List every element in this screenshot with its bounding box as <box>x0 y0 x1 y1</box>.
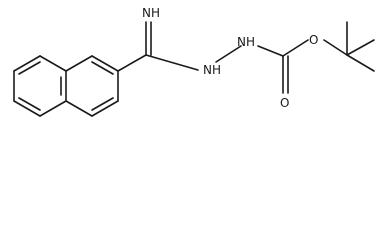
hydrazine-n1-h-label: H <box>212 63 221 77</box>
imine-nh-label: NH <box>142 6 160 20</box>
hydrazine-n2-label: N <box>237 35 246 49</box>
hydrazine-n2-h-label: H <box>246 35 255 49</box>
tert-butyl-group <box>346 21 375 72</box>
amidine-group <box>117 21 199 72</box>
carbonyl-oxygen-label: O <box>280 96 289 110</box>
hydrazine-n1-label: N <box>203 63 212 77</box>
ester-oxygen-label: O <box>309 33 318 47</box>
naphthalene-ring <box>13 55 119 117</box>
hydrazine-linker <box>215 45 284 63</box>
chemical-structure: NH N H N H O O <box>13 6 375 117</box>
carbamate-group <box>282 39 348 94</box>
